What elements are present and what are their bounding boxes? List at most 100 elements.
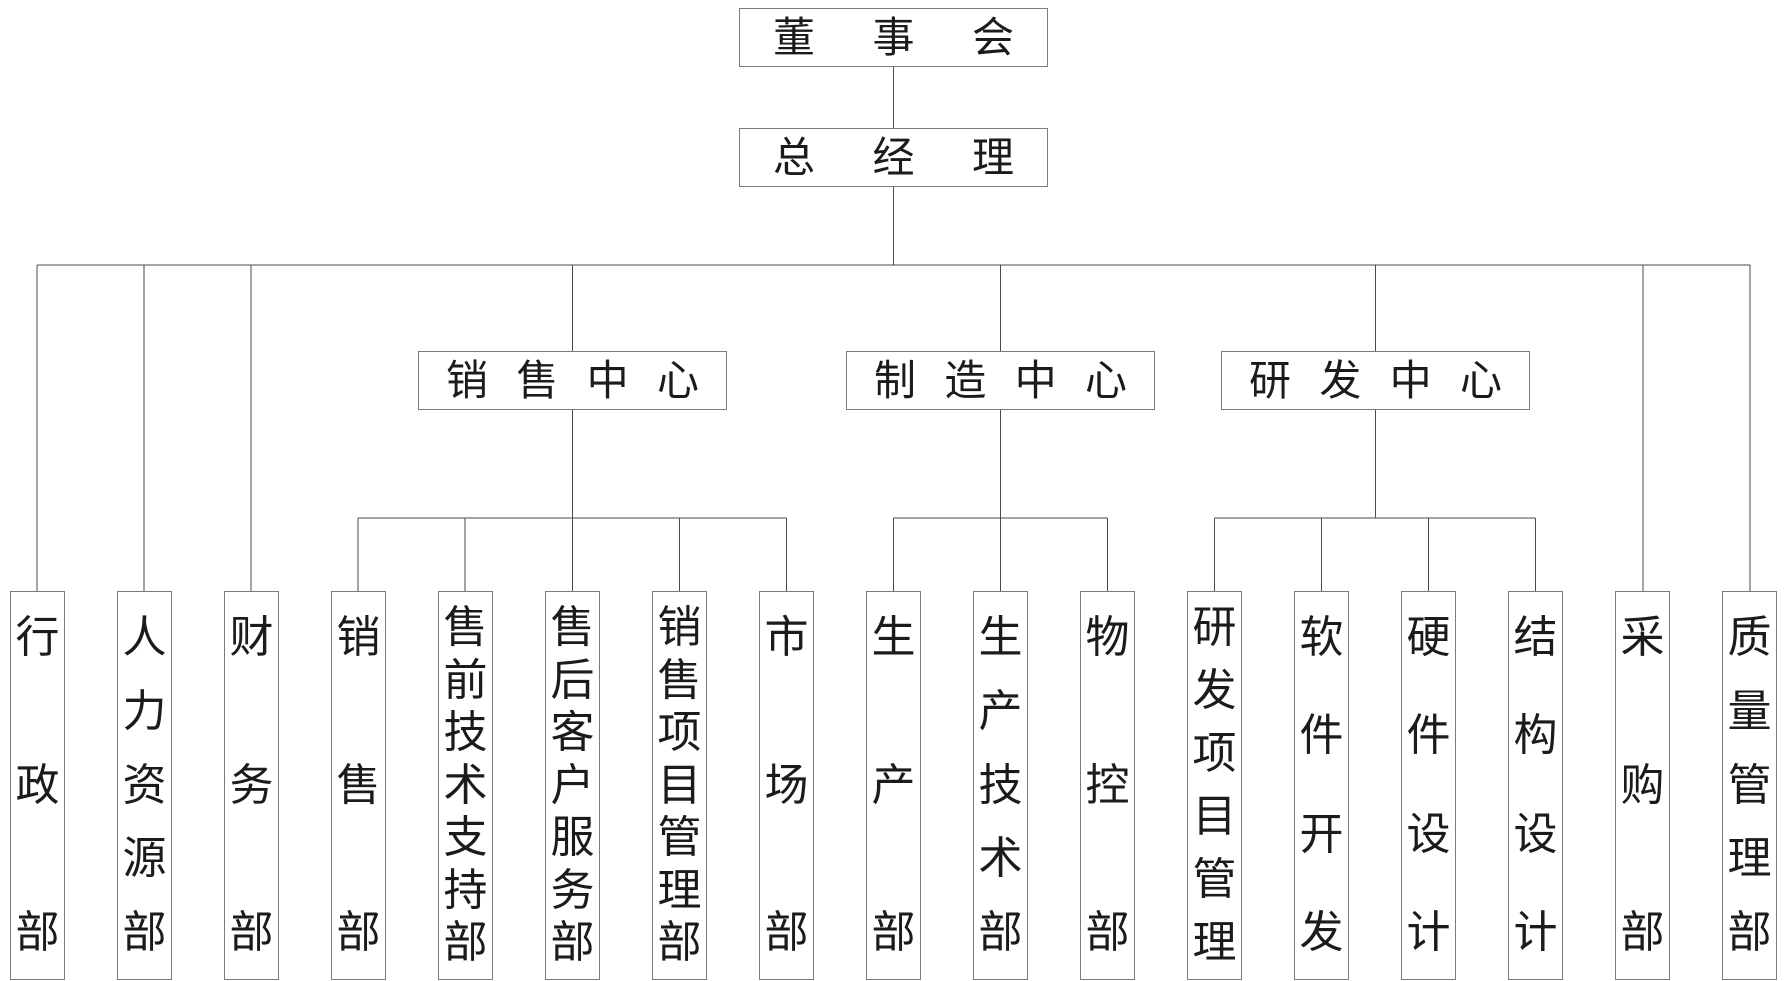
label-char: 结 [1513, 613, 1558, 662]
label-char: 中 [1014, 356, 1057, 404]
label-char: 理 [1192, 918, 1237, 967]
label-char: 财 [229, 613, 274, 662]
label-char: 部 [443, 918, 488, 967]
label-char: 董 [773, 13, 816, 61]
label-char: 发 [1192, 666, 1237, 715]
label-char: 术 [443, 760, 488, 810]
label-char: 客 [550, 708, 595, 757]
label-char: 事 [872, 13, 915, 61]
label-char: 部 [550, 918, 595, 967]
hr-dept-box: 人力资源部 [117, 591, 172, 980]
label-char: 经 [872, 133, 915, 181]
label-char: 人 [122, 613, 167, 662]
label-char: 理 [657, 865, 702, 915]
label-char: 售 [516, 356, 559, 404]
label-char: 制 [874, 356, 917, 404]
aftersales-customer-service-dept-box: 售后客户服务部 [545, 591, 600, 980]
label-char: 销 [446, 356, 489, 404]
label-char: 产 [978, 686, 1023, 736]
label-char: 部 [122, 908, 167, 957]
label-char: 控 [1085, 760, 1130, 810]
label-char: 源 [122, 834, 167, 884]
label-char: 造 [944, 356, 987, 404]
board-box: 董事会 [739, 8, 1048, 67]
label-char: 售 [443, 603, 488, 652]
label-char: 售 [336, 760, 381, 810]
general-manager-box: 总经理 [739, 128, 1048, 187]
label-char: 持 [443, 865, 488, 915]
label-char: 目 [1192, 792, 1237, 841]
label-char: 项 [657, 708, 702, 757]
label-char: 发 [1299, 907, 1344, 957]
label-char: 部 [1620, 908, 1665, 957]
label-char: 技 [978, 760, 1023, 810]
label-char: 总 [773, 133, 816, 181]
label-char: 项 [1192, 729, 1237, 778]
label-char: 管 [1192, 855, 1237, 904]
label-char: 场 [764, 760, 809, 810]
label-char: 售 [657, 655, 702, 705]
label-char: 构 [1513, 711, 1558, 761]
label-char: 目 [657, 760, 702, 810]
label-char: 中 [1389, 356, 1432, 404]
label-char: 资 [122, 760, 167, 810]
label-char: 购 [1620, 760, 1665, 810]
label-char: 部 [229, 908, 274, 957]
label-char: 研 [1249, 356, 1292, 404]
label-char: 部 [978, 908, 1023, 957]
hardware-design-box: 硬件设计 [1401, 591, 1456, 980]
label-char: 心 [1459, 356, 1502, 404]
label-char: 部 [657, 918, 702, 967]
label-char: 中 [586, 356, 629, 404]
label-char: 发 [1319, 356, 1362, 404]
label-char: 采 [1620, 613, 1665, 662]
label-char: 生 [871, 613, 916, 662]
label-char: 户 [550, 760, 595, 810]
production-tech-dept-box: 生产技术部 [973, 591, 1028, 980]
label-char: 服 [550, 813, 595, 862]
procurement-dept-box: 采购部 [1615, 591, 1670, 980]
label-char: 量 [1727, 686, 1772, 736]
admin-dept-box: 行政部 [10, 591, 65, 980]
label-char: 研 [1192, 603, 1237, 652]
label-char: 理 [971, 133, 1014, 181]
label-char: 力 [122, 686, 167, 736]
marketing-dept-box: 市场部 [759, 591, 814, 980]
label-char: 销 [657, 603, 702, 652]
finance-dept-box: 财务部 [224, 591, 279, 980]
rnd-center-box: 研发中心 [1221, 351, 1530, 410]
label-char: 硬 [1406, 613, 1451, 662]
label-char: 术 [978, 834, 1023, 884]
structure-design-box: 结构设计 [1508, 591, 1563, 980]
label-char: 技 [443, 708, 488, 757]
sales-project-mgmt-dept-box: 销售项目管理部 [652, 591, 707, 980]
label-char: 部 [336, 908, 381, 957]
label-char: 支 [443, 813, 488, 862]
rnd-project-mgmt-box: 研发项目管理 [1187, 591, 1242, 980]
label-char: 管 [657, 813, 702, 862]
sales-center-box: 销售中心 [418, 351, 727, 410]
quality-mgmt-dept-box: 质量管理部 [1722, 591, 1777, 980]
label-char: 部 [1727, 908, 1772, 957]
label-char: 件 [1406, 711, 1451, 761]
label-char: 行 [15, 613, 60, 662]
label-char: 软 [1299, 613, 1344, 662]
label-char: 物 [1085, 613, 1130, 662]
label-char: 质 [1727, 613, 1772, 662]
label-char: 部 [764, 908, 809, 957]
label-char: 生 [978, 613, 1023, 662]
label-char: 部 [1085, 908, 1130, 957]
presales-tech-support-dept-box: 售前技术支持部 [438, 591, 493, 980]
sales-dept-box: 销售部 [331, 591, 386, 980]
label-char: 部 [15, 908, 60, 957]
label-char: 设 [1406, 809, 1451, 859]
label-char: 部 [871, 908, 916, 957]
label-char: 产 [871, 760, 916, 810]
label-char: 开 [1299, 809, 1344, 859]
software-dev-box: 软件开发 [1294, 591, 1349, 980]
label-char: 理 [1727, 834, 1772, 884]
label-char: 会 [971, 13, 1014, 61]
material-control-dept-box: 物控部 [1080, 591, 1135, 980]
